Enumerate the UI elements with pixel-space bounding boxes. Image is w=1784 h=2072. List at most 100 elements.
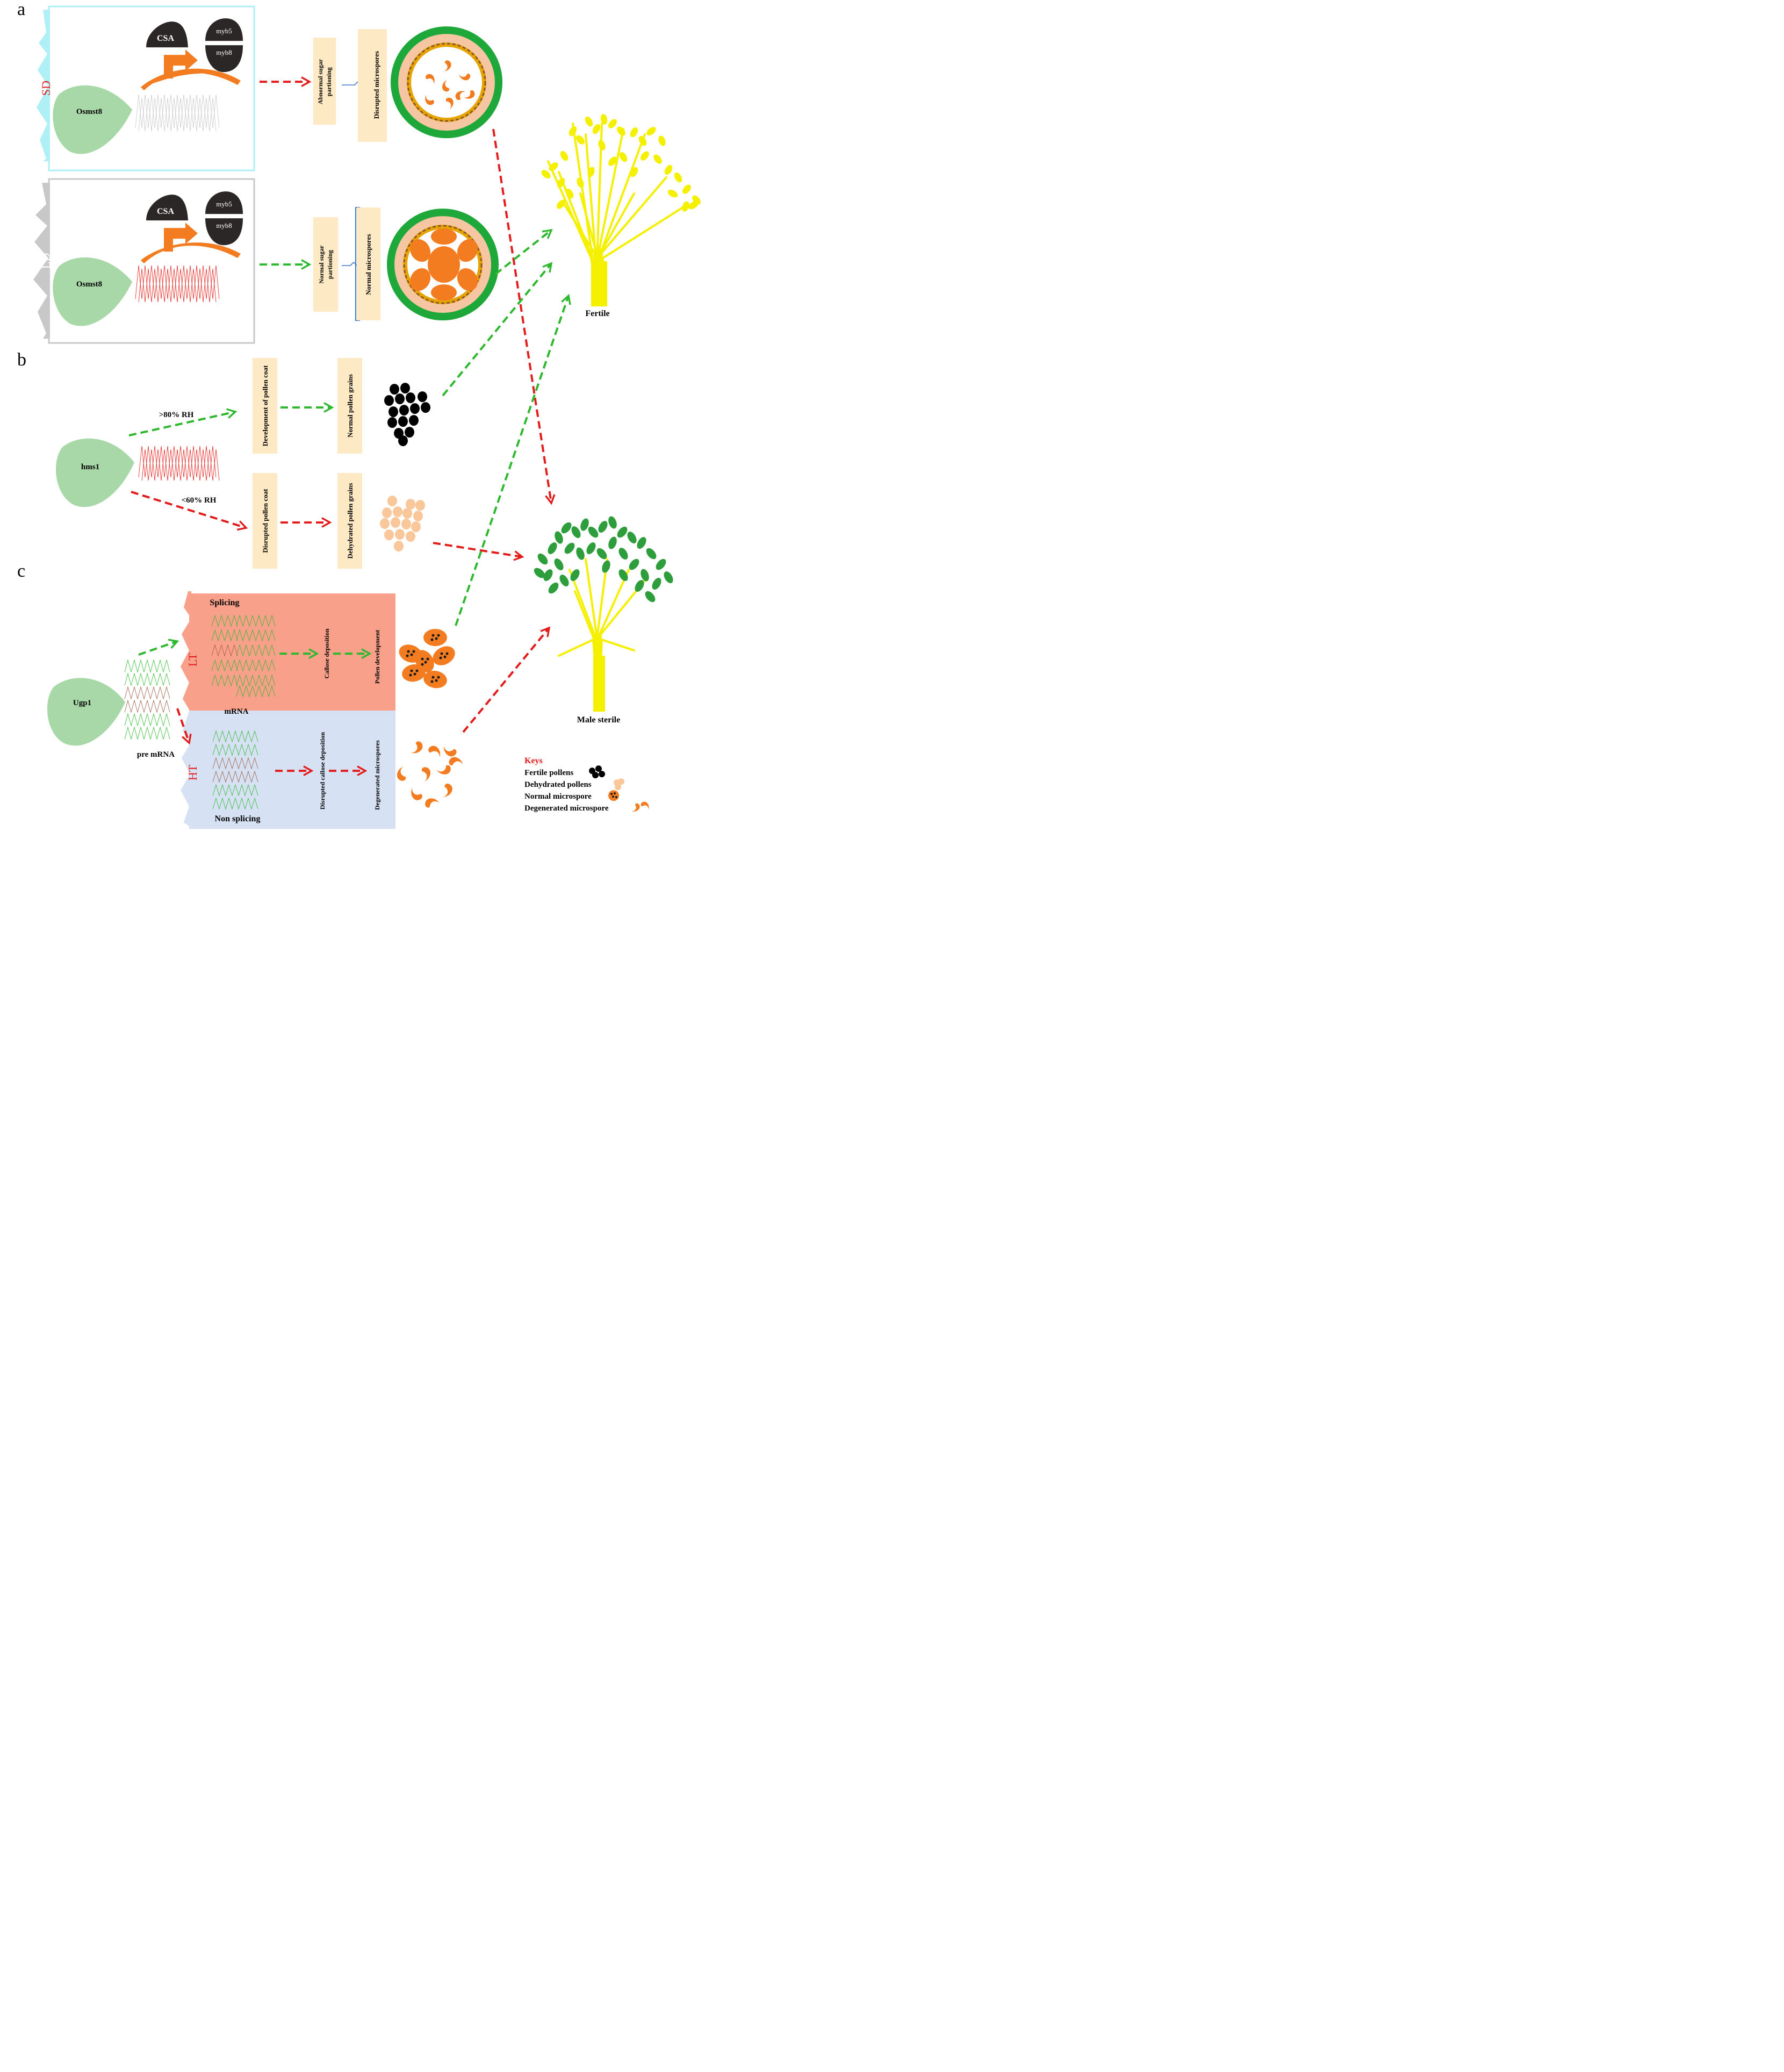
normal-microspores-box <box>357 207 381 321</box>
male-sterile-label: Male sterile <box>577 715 620 725</box>
keys-title: Keys <box>524 756 543 765</box>
myb8-protein-ld <box>205 218 243 246</box>
disrupted-coat-box <box>253 473 278 569</box>
arrow-degenerated-to-sterile <box>462 628 549 733</box>
normal-microspore-cluster <box>399 629 455 689</box>
panel-label-a: a <box>17 0 25 19</box>
splicing-label: Splicing <box>210 598 239 607</box>
key-fertile-pollens-icon <box>589 765 606 779</box>
arrow-high-rh <box>128 412 235 437</box>
normal-grains-box <box>337 358 363 454</box>
fertile-label: Fertile <box>585 309 609 318</box>
arrow-lt-pollen-to-fertile <box>455 296 569 626</box>
lt-region <box>189 593 396 711</box>
normal-partitioning-box <box>313 217 339 312</box>
ld-light-burst <box>33 183 51 339</box>
high-rh-label: >80% RH <box>159 411 194 419</box>
normal-microspores-label: Normal microspores <box>364 234 372 295</box>
degenerated-microspore-cluster <box>395 740 465 809</box>
promoter-arrow-sd <box>164 49 198 79</box>
callose-disrupted-label: Disrupted callose deposition <box>319 732 326 809</box>
arrow-to-ht <box>176 708 189 743</box>
disrupted-coat-label: Disrupted pollen coat <box>261 489 269 553</box>
csa-label-ld: CSA <box>157 207 174 216</box>
lt-burst <box>181 591 192 710</box>
sd-condition-label: SD <box>39 81 53 96</box>
panel-c-group: LT HT Ugp1 pre mRNA Splicing <box>47 591 465 829</box>
normal-grains-label: Normal pollen grains <box>346 374 354 438</box>
dehydrated-pollen-cluster <box>380 496 426 552</box>
keys-legend: Keys Fertile pollens Dehydrated pollens … <box>524 756 651 813</box>
dna-strands-hms1 <box>138 446 220 481</box>
non-spliced-strands <box>212 730 258 810</box>
callose-label: Callose deposition <box>323 628 330 678</box>
panel-b-group: hms1 >80% RH <60% RH Development of poll… <box>55 358 431 569</box>
panel-label-c: c <box>17 561 25 581</box>
abnormal-partitioning-line1: Abnormal sugar <box>316 59 324 104</box>
promoter-arc-ld <box>141 242 241 264</box>
pollen-coat-dev-label: Development of pollen coat <box>261 365 269 446</box>
key-normal-microspore-icon <box>608 790 620 801</box>
pre-mrna-strands <box>124 659 170 740</box>
anther-disrupted <box>391 26 503 139</box>
ht-burst <box>181 711 192 828</box>
spliced-mrna-strands <box>211 614 276 698</box>
key-degenerated-microspore-icon <box>629 800 651 813</box>
dehydrated-grains-box <box>337 473 363 569</box>
panel-label-b: b <box>17 350 26 370</box>
dehydrated-grains-label: Dehydrated pollen grains <box>346 483 354 559</box>
key-dehydrated-pollens-icon <box>614 778 625 791</box>
lt-label: LT <box>186 653 199 666</box>
normal-partitioning-line1: Normal sugar <box>318 245 325 284</box>
arrow-to-lt <box>138 641 177 656</box>
osmst8-label-ld: Osmst8 <box>76 280 102 289</box>
sd-light-burst <box>37 10 51 162</box>
diagram-canvas: a b c SD Osmst8 CSA myb5 myb8 Abnormal s… <box>17 0 701 829</box>
low-rh-label: <60% RH <box>182 496 217 505</box>
csa-protein-ld <box>146 195 189 221</box>
ugp1-leaf <box>47 678 126 746</box>
bracket-connector-ld <box>342 262 357 266</box>
myb8-label-sd: myb8 <box>216 48 232 56</box>
myb8-label-ld: myb8 <box>216 221 232 230</box>
key-degenerated-microspore: Degenerated microspore <box>524 804 609 813</box>
osmst8-leaf-ld <box>53 257 133 326</box>
panel-a-ld-group: LD Osmst8 CSA myb5 myb8 <box>33 178 255 344</box>
myb5-protein-ld <box>205 191 243 214</box>
dna-strands-ld <box>135 266 220 303</box>
abnormal-partitioning-box <box>313 38 336 125</box>
myb5-label-ld: myb5 <box>216 200 232 208</box>
pollen-dev-label: Pollen development <box>373 630 381 684</box>
promoter-arrow-ld <box>164 223 198 252</box>
ld-condition-label: LD <box>39 253 53 269</box>
abnormal-partitioning-line2: partioning <box>325 67 333 96</box>
dna-strands-sd <box>135 95 220 132</box>
figure-stage: a b c SD Osmst8 CSA myb5 myb8 Abnormal s… <box>0 0 731 849</box>
key-dehydrated-pollens: Dehydrated pollens <box>524 780 592 789</box>
ht-label: HT <box>186 764 199 780</box>
osmst8-leaf-sd <box>53 85 133 154</box>
disrupted-microspores-label: Disrupted microspores <box>372 51 380 119</box>
key-fertile-pollens: Fertile pollens <box>524 769 573 777</box>
male-sterile-plant <box>534 516 673 712</box>
arrow-normal-anther-to-fertile <box>494 230 551 275</box>
pollen-coat-dev-box <box>253 358 278 454</box>
normal-partitioning-line2: partioning <box>326 250 334 279</box>
myb8-protein-sd <box>205 45 243 73</box>
ugp1-label: Ugp1 <box>73 699 91 707</box>
non-splicing-label: Non splicing <box>215 814 261 823</box>
arrow-dehydrated-to-sterile <box>433 542 522 557</box>
fertile-pollen-cluster <box>384 383 431 447</box>
mrna-label: mRNA <box>225 707 249 716</box>
csa-label-sd: CSA <box>157 34 174 43</box>
fertile-plant <box>541 114 701 307</box>
panel-a-sd-group: SD Osmst8 CSA myb5 myb8 <box>37 5 255 171</box>
arrow-low-rh <box>131 491 246 528</box>
degenerated-label: Degenerated microspores <box>373 740 381 810</box>
key-normal-microspore: Normal microspore <box>524 792 592 801</box>
pre-mrna-label: pre mRNA <box>137 750 175 759</box>
hms1-leaf <box>55 438 135 507</box>
arrow-disrupted-to-sterile <box>492 128 551 503</box>
bracket-connector-sd <box>342 81 361 85</box>
anther-normal <box>387 209 499 321</box>
